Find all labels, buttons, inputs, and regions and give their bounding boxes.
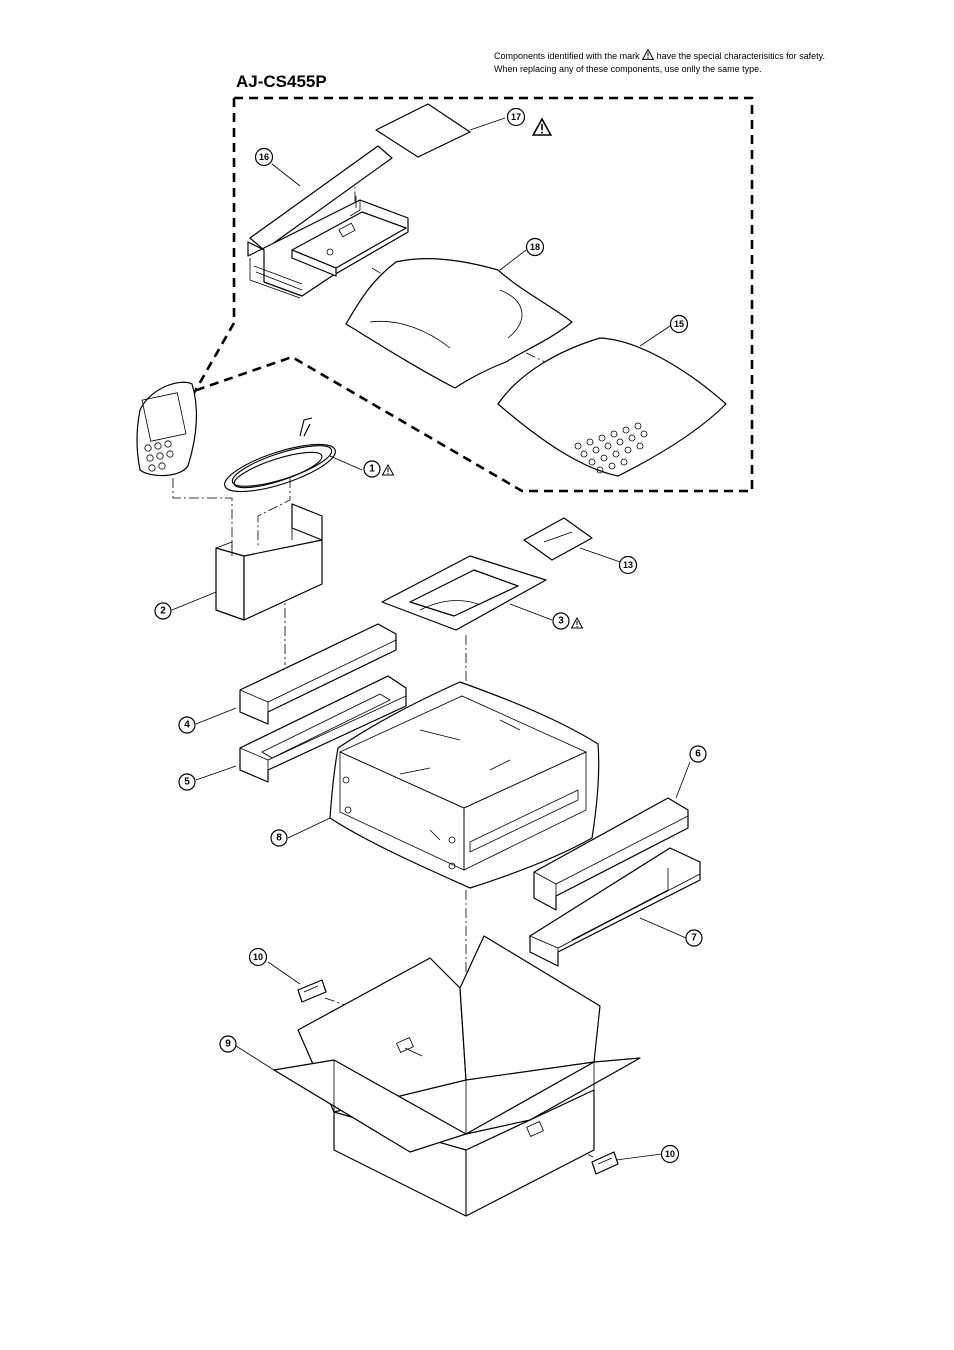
callout-15-label: 15	[674, 319, 684, 329]
callout-8-label: 8	[276, 833, 282, 844]
callout-16: 16	[256, 149, 273, 166]
carton-clip-lower	[592, 1152, 618, 1174]
safety-warning-icon	[533, 119, 551, 135]
callout-7-label: 7	[691, 933, 697, 944]
safety-warning-icon	[383, 465, 394, 475]
callout-10-upper: 10	[250, 949, 267, 966]
callout-4-label: 4	[184, 720, 190, 731]
callout-9-label: 9	[225, 1039, 231, 1050]
callout-5-label: 5	[184, 777, 190, 788]
callout-1-label: 1	[369, 464, 375, 475]
callout-15: 15	[671, 316, 688, 333]
callout-18: 18	[527, 239, 544, 256]
callout-6: 6	[690, 746, 706, 762]
safety-warning-icon	[572, 618, 583, 628]
remote-control	[137, 382, 196, 475]
callout-2: 2	[155, 603, 171, 619]
manual-bag	[382, 556, 546, 630]
instruction-sheet	[376, 104, 470, 157]
callout-1: 1	[364, 461, 394, 477]
callout-8: 8	[271, 830, 287, 846]
callout-13-label: 13	[623, 560, 633, 570]
accessory-holder	[216, 504, 322, 620]
carton-clip-upper	[298, 980, 326, 1002]
callout-3-label: 3	[558, 616, 564, 627]
callout-4: 4	[179, 717, 195, 733]
callout-5: 5	[179, 774, 195, 790]
callout-3: 3	[553, 613, 583, 629]
callout-18-label: 18	[530, 242, 540, 252]
callout-10-upper-label: 10	[253, 952, 263, 962]
power-cord	[220, 418, 340, 501]
foam-pad	[498, 338, 726, 476]
callout-17-label: 17	[511, 112, 521, 122]
callout-2-label: 2	[160, 606, 166, 617]
callout-10-lower: 10	[662, 1146, 679, 1163]
carton-box	[274, 936, 640, 1216]
callout-17: 17	[508, 109, 551, 136]
callout-9: 9	[220, 1036, 236, 1052]
small-bag	[524, 518, 592, 560]
callout-13: 13	[620, 557, 637, 574]
callout-7: 7	[686, 930, 702, 946]
callout-10-lower-label: 10	[665, 1149, 675, 1159]
callout-16-label: 16	[259, 152, 269, 162]
callout-6-label: 6	[695, 749, 701, 760]
